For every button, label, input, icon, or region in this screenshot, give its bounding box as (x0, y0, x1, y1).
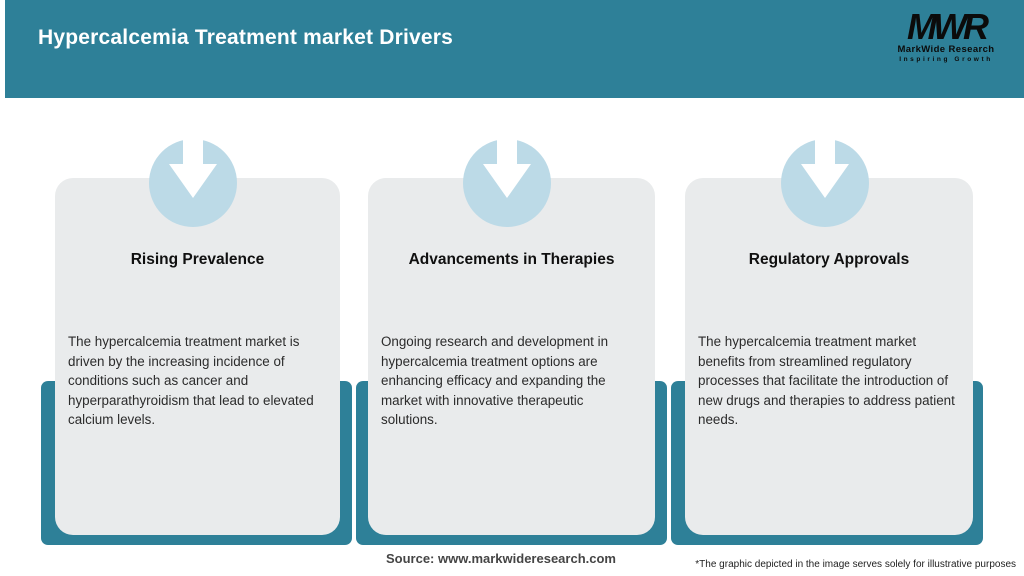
down-arrow-icon (149, 128, 237, 227)
card-title: Rising Prevalence (130, 251, 265, 268)
logo-name: MarkWide Research (897, 44, 995, 55)
driver-card-regulatory-approvals: Regulatory Approvals The hypercalcemia t… (685, 178, 973, 535)
page-title: Hypercalcemia Treatment market Drivers (38, 26, 453, 49)
markwide-research-logo: MWR MarkWide Research Inspiring Growth (886, 6, 1006, 64)
card-title: Regulatory Approvals (748, 251, 910, 268)
card-description: The hypercalcemia treatment market benef… (698, 334, 955, 428)
down-arrow-icon (781, 128, 869, 227)
card-description: The hypercalcemia treatment market is dr… (68, 334, 314, 428)
driver-card-rising-prevalence: Rising Prevalence The hypercalcemia trea… (55, 178, 340, 535)
driver-card-advancements-in-therapies: Advancements in Therapies Ongoing resear… (368, 178, 655, 535)
disclaimer-text: *The graphic depicted in the image serve… (695, 559, 1016, 570)
card-title: Advancements in Therapies (408, 251, 615, 268)
logo-tagline: Inspiring Growth (899, 56, 993, 63)
card-description: Ongoing research and development in hype… (381, 334, 609, 428)
source-text: Source: www.markwideresearch.com (385, 551, 616, 566)
header-banner: Hypercalcemia Treatment market Drivers M… (5, 0, 1024, 98)
logo-acronym: MWR (907, 6, 989, 47)
down-arrow-icon (463, 128, 551, 227)
